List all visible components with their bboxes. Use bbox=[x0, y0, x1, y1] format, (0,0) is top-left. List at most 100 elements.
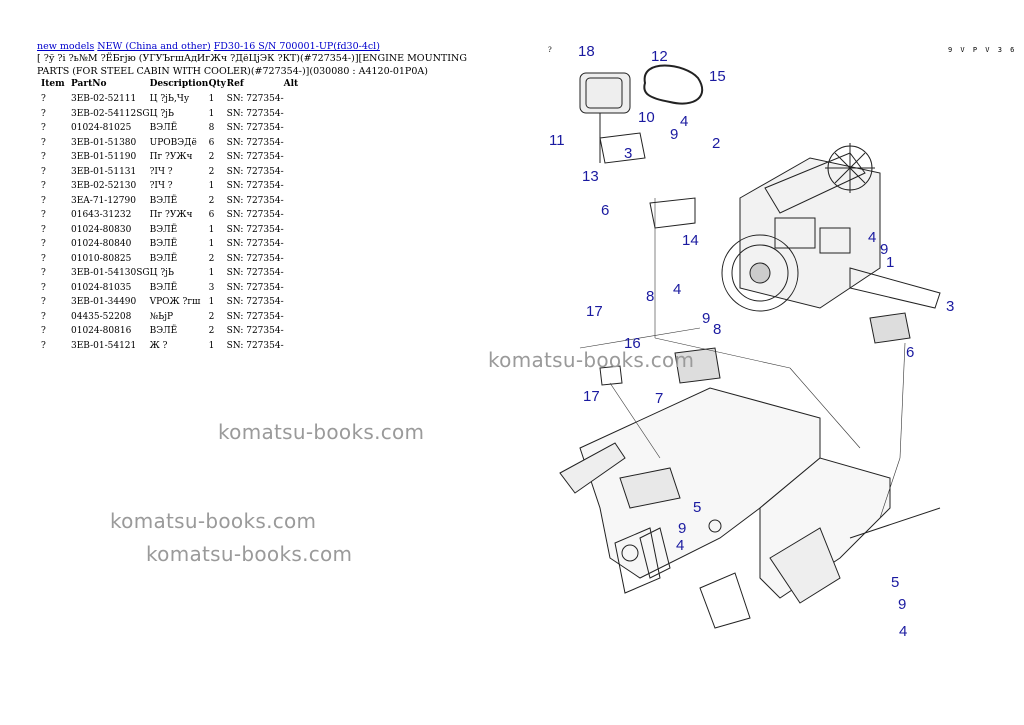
row-ref: SN: 727354- bbox=[226, 311, 284, 322]
leader-lines bbox=[579, 198, 906, 519]
callout-9-center: 9 bbox=[702, 310, 710, 327]
row-qty: 1 bbox=[208, 340, 215, 351]
watermark-text: komatsu-books.com bbox=[218, 420, 425, 444]
row-qty: 1 bbox=[208, 224, 215, 235]
mount-bracket-right bbox=[849, 267, 941, 309]
row-qty: 1 bbox=[208, 239, 215, 250]
callout-17-bottom: 17 bbox=[583, 388, 600, 405]
callout-9-lower: 9 bbox=[678, 520, 686, 537]
callout-4-top: 4 bbox=[680, 113, 688, 130]
callout-5-center: 5 bbox=[693, 499, 701, 516]
row-ref: SN: 727354- bbox=[226, 94, 284, 105]
watermark-text: komatsu-books.com bbox=[488, 348, 695, 372]
row-description: ВЭЛЁ bbox=[149, 282, 178, 293]
row-qty: 2 bbox=[208, 152, 215, 163]
row-description: Ц ?jЬ bbox=[149, 108, 174, 119]
row-ref: SN: 727354- bbox=[226, 210, 284, 221]
callout-6-left: 6 bbox=[601, 202, 609, 219]
row-description: ВЭЛЁ bbox=[149, 326, 178, 337]
stopper-left bbox=[599, 365, 623, 386]
row-item: ? bbox=[41, 268, 46, 279]
row-description: ВЭЛЁ bbox=[149, 224, 178, 235]
row-qty: 1 bbox=[208, 181, 215, 192]
row-partno: 3EB-02-54112SG bbox=[71, 108, 150, 119]
row-description: ВЭЛЁ bbox=[149, 239, 178, 250]
row-partno: 3EB-01-54121 bbox=[71, 340, 137, 351]
exploded-parts-diagram: 18 12 15 10 11 9 4 2 3 13 6 14 4 9 1 3 6… bbox=[549, 43, 954, 640]
row-ref: SN: 727354- bbox=[226, 224, 284, 235]
row-partno: 3EA-71-12790 bbox=[71, 195, 136, 206]
row-item: ? bbox=[41, 326, 46, 337]
row-description: Пг ?УЖч bbox=[149, 210, 193, 221]
row-description: Ж ? bbox=[149, 340, 168, 351]
breadcrumb-link-model[interactable]: FD30-16 S/N 700001-UP(fd30-4cl) bbox=[213, 41, 380, 52]
row-partno: 3EB-02-52130 bbox=[71, 181, 137, 192]
breadcrumb-link-region[interactable]: NEW (China and other) bbox=[97, 41, 211, 52]
row-partno: 3EB-02-52111 bbox=[71, 94, 137, 105]
row-ref: SN: 727354- bbox=[226, 268, 284, 279]
cooler-unit-drawing bbox=[579, 72, 646, 164]
callout-7: 7 bbox=[655, 390, 663, 407]
row-ref: SN: 727354- bbox=[226, 239, 284, 250]
row-partno: 01024-80816 bbox=[71, 326, 132, 337]
row-qty: 2 bbox=[208, 326, 215, 337]
callout-13: 13 bbox=[582, 168, 599, 185]
row-item: ? bbox=[41, 108, 46, 119]
header-partno: PartNo bbox=[71, 79, 107, 89]
rubber-mount-center bbox=[674, 347, 721, 384]
row-alt bbox=[284, 136, 304, 151]
breadcrumb-link-new-models[interactable]: new models bbox=[37, 41, 95, 52]
row-ref: SN: 727354- bbox=[226, 166, 284, 177]
callout-15: 15 bbox=[709, 68, 726, 85]
header-ref: Ref bbox=[226, 79, 244, 89]
callout-12: 12 bbox=[651, 48, 668, 65]
callout-9-right: 9 bbox=[880, 241, 888, 258]
row-alt bbox=[284, 223, 304, 238]
row-item: ? bbox=[41, 253, 46, 264]
row-partno: 3EB-01-34490 bbox=[71, 297, 137, 308]
header-alt: Alt bbox=[283, 79, 299, 89]
frame-drawing bbox=[559, 387, 941, 629]
row-ref: SN: 727354- bbox=[226, 181, 284, 192]
row-item: ? bbox=[41, 152, 46, 163]
row-alt bbox=[284, 339, 304, 354]
row-item: ? bbox=[41, 224, 46, 235]
row-partno: 01024-81035 bbox=[71, 282, 132, 293]
watermark-text: komatsu-books.com bbox=[146, 542, 353, 566]
row-partno: 3EB-01-51131 bbox=[71, 166, 137, 177]
row-description: Ц ?jЬ bbox=[149, 268, 174, 279]
row-item: ? bbox=[41, 210, 46, 221]
row-alt bbox=[284, 165, 304, 180]
row-description: UРОВЭДё bbox=[149, 137, 197, 148]
row-qty: 2 bbox=[208, 311, 215, 322]
callout-16: 16 bbox=[624, 335, 641, 352]
row-description: Пг ?УЖч bbox=[149, 152, 193, 163]
belt-drawing bbox=[643, 64, 704, 105]
page-title: [ ?ў ?і ?ь№М ?ЁБгјю (УГУЪгшАдИгЖч ?ДёЦјЭ… bbox=[37, 53, 467, 77]
header-item: Item bbox=[41, 79, 65, 89]
mount-bracket-left bbox=[649, 197, 696, 229]
row-ref: SN: 727354- bbox=[226, 297, 284, 308]
row-alt bbox=[284, 295, 304, 310]
row-description: ?IЧ ? bbox=[149, 166, 173, 177]
row-ref: SN: 727354- bbox=[226, 282, 284, 293]
row-alt bbox=[284, 310, 304, 325]
callout-4-lower: 4 bbox=[676, 537, 684, 554]
callout-1: 1 bbox=[886, 254, 894, 271]
row-qty: 2 bbox=[208, 195, 215, 206]
row-partno: 01010-80825 bbox=[71, 253, 132, 264]
rubber-mount-right bbox=[869, 312, 911, 344]
row-item: ? bbox=[41, 195, 46, 206]
row-partno: 01643-31232 bbox=[71, 210, 132, 221]
row-qty: 1 bbox=[208, 94, 215, 105]
